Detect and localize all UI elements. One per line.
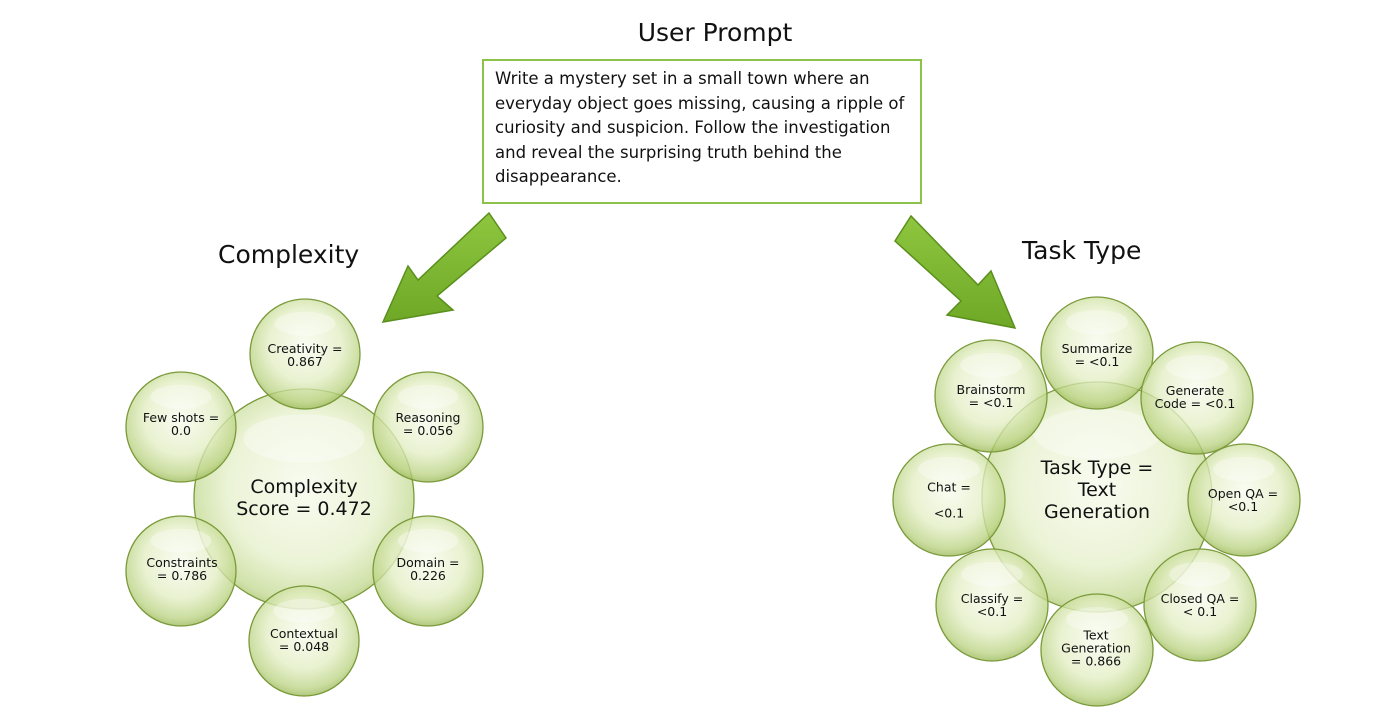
brainstorm-label: Brainstorm = <0.1 (956, 382, 1026, 410)
generate-code-bubble-highlight (1166, 354, 1228, 380)
closed-qa-bubble-highlight (1169, 561, 1231, 587)
contextual-bubble-highlight (273, 598, 335, 623)
task-type-title: Task Type (1022, 236, 1142, 265)
open-qa-bubble (1187, 443, 1301, 557)
brainstorm-bubble-highlight (960, 352, 1022, 378)
summarize-bubble-highlight (1066, 309, 1128, 335)
creativity-bubble (249, 298, 361, 410)
complexity-score-label: Complexity Score = 0.472 (236, 476, 372, 520)
prompt-text-box: Write a mystery set in a small town wher… (482, 59, 922, 204)
creativity-bubble-highlight (274, 311, 336, 336)
brainstorm-bubble (934, 339, 1048, 453)
complexity-center-bubble-highlight (243, 414, 365, 463)
open-qa-bubble-highlight (1213, 456, 1275, 482)
domain-label: Domain = 0.226 (396, 555, 460, 583)
left-arrow (381, 211, 508, 323)
chat-label: Chat = <0.1 (927, 479, 971, 521)
reasoning-label: Reasoning = 0.056 (395, 410, 461, 438)
text-generation-label: Text Generation = 0.866 (1061, 627, 1131, 669)
chat-bubble-highlight (918, 456, 980, 482)
right-arrow (894, 214, 1017, 329)
classify-label: Classify = <0.1 (960, 591, 1024, 619)
contextual-bubble (248, 585, 360, 697)
reasoning-bubble (372, 371, 484, 483)
classify-bubble-highlight (961, 561, 1023, 587)
text-generation-bubble (1040, 593, 1154, 707)
summarize-label: Summarize = <0.1 (1061, 341, 1133, 369)
classify-bubble (935, 548, 1049, 662)
reasoning-bubble-highlight (397, 384, 459, 409)
closed-qa-label: Closed QA = < 0.1 (1160, 591, 1240, 619)
open-qa-label: Open QA = <0.1 (1207, 486, 1279, 514)
chat-bubble (892, 443, 1006, 557)
domain-bubble (372, 515, 484, 627)
complexity-title: Complexity (218, 240, 360, 269)
prompt-title: User Prompt (637, 18, 793, 47)
generate-code-label: Generate Code = <0.1 (1154, 383, 1236, 411)
domain-bubble-highlight (397, 528, 459, 553)
constraints-bubble-highlight (150, 528, 212, 553)
constraints-bubble (125, 515, 237, 627)
task-type-center-bubble-highlight (1033, 408, 1161, 460)
generate-code-bubble (1140, 341, 1254, 455)
creativity-label: Creativity = 0.867 (267, 341, 343, 369)
closed-qa-bubble (1143, 548, 1257, 662)
summarize-bubble (1040, 296, 1154, 410)
few-shots-bubble-highlight (150, 384, 212, 409)
task-type-result-label: Task Type = Text Generation (1040, 457, 1154, 523)
few-shots-label: Few shots = 0.0 (142, 410, 220, 438)
few-shots-bubble (125, 371, 237, 483)
constraints-label: Constraints = 0.786 (146, 555, 218, 583)
text-generation-bubble-highlight (1066, 606, 1128, 632)
contextual-label: Contextual = 0.048 (269, 626, 339, 654)
